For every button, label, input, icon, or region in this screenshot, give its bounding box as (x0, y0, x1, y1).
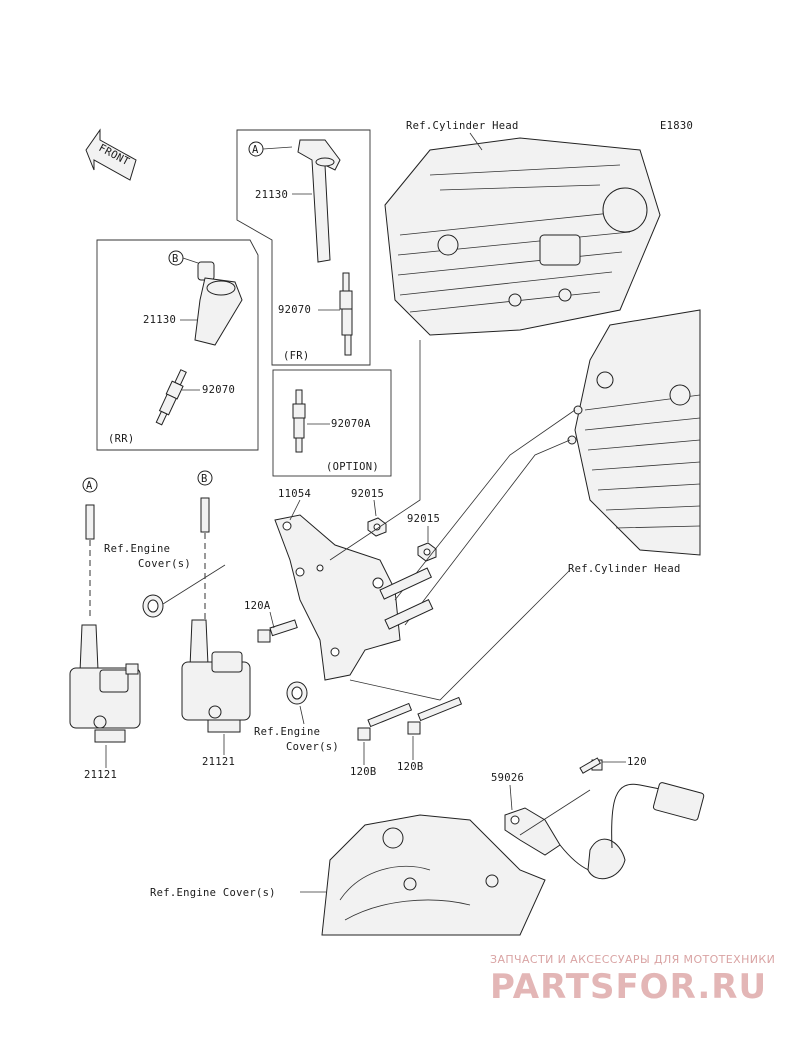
part-21121-left: 21121 (84, 769, 117, 781)
bolt-120b-2 (407, 696, 463, 735)
coil-bracket (274, 514, 401, 681)
cylinder-head-right (567, 309, 701, 556)
part-21130-rr: 21130 (143, 314, 176, 326)
plug-cap-fr (297, 139, 341, 263)
part-120b-1: 120B (350, 766, 377, 778)
nut-92015-2 (417, 542, 437, 562)
callout-a-wire (82, 477, 98, 493)
part-120: 120 (627, 756, 647, 768)
ref-engine-cover-left-1: Ref.Engine (104, 543, 170, 555)
plug-wire-b (200, 497, 210, 533)
ref-engine-cover-mid-2: Cover(s) (286, 741, 339, 753)
crank-position-sensor (504, 782, 705, 880)
ref-cylinder-head-right: Ref.Cylinder Head (568, 563, 681, 575)
part-120a: 120A (244, 600, 271, 612)
group-fr-label: (FR) (283, 350, 310, 362)
part-59026: 59026 (491, 772, 524, 784)
part-92070-rr: 92070 (202, 384, 235, 396)
svg-text:A: A (252, 144, 259, 156)
group-rr-box (96, 239, 259, 451)
svg-text:B: B (172, 253, 179, 265)
callout-b-wire (197, 470, 213, 486)
part-21130-fr: 21130 (255, 189, 288, 201)
spark-plug-option (292, 389, 306, 453)
group-fr-box (236, 129, 371, 366)
plug-cap-rr (194, 261, 243, 346)
group-option-box (272, 369, 392, 477)
bolt-120-sensor (579, 757, 603, 774)
front-arrow-icon: FRONT (85, 128, 137, 181)
ref-engine-cover-left-2: Cover(s) (138, 558, 191, 570)
group-rr-label: (RR) (108, 433, 135, 445)
ignition-coil-left (69, 624, 141, 743)
svg-text:B: B (201, 473, 208, 485)
group-option-label: (OPTION) (326, 461, 379, 473)
ref-engine-cover-mid-1: Ref.Engine (254, 726, 320, 738)
ref-cylinder-head-top: Ref.Cylinder Head (406, 120, 519, 132)
watermark-brand: PARTSFOR.RU (490, 967, 767, 1007)
part-92070-fr: 92070 (278, 304, 311, 316)
ref-engine-cover-bottom: Ref.Engine Cover(s) (150, 887, 276, 899)
bolt-120a (257, 619, 298, 643)
part-92070a-option: 92070A (331, 418, 371, 430)
watermark-tagline: ЗАПЧАСТИ И АКСЕССУАРЫ ДЛЯ МОТОТЕХНИКИ (490, 953, 775, 966)
diagram-code: E1830 (660, 120, 693, 132)
spark-plug-fr (339, 272, 353, 356)
part-21121-right: 21121 (202, 756, 235, 768)
part-92015-1: 92015 (351, 488, 384, 500)
part-92015-2: 92015 (407, 513, 440, 525)
plug-wire-a (85, 504, 95, 540)
bolt-120b-1 (357, 702, 413, 741)
cylinder-head-top (384, 137, 661, 336)
spark-plug-rr (155, 369, 187, 426)
engine-cover-bottom (321, 814, 546, 936)
part-120b-2: 120B (397, 761, 424, 773)
svg-text:A: A (86, 480, 93, 492)
part-11054: 11054 (278, 488, 311, 500)
ignition-coil-right (181, 619, 251, 733)
